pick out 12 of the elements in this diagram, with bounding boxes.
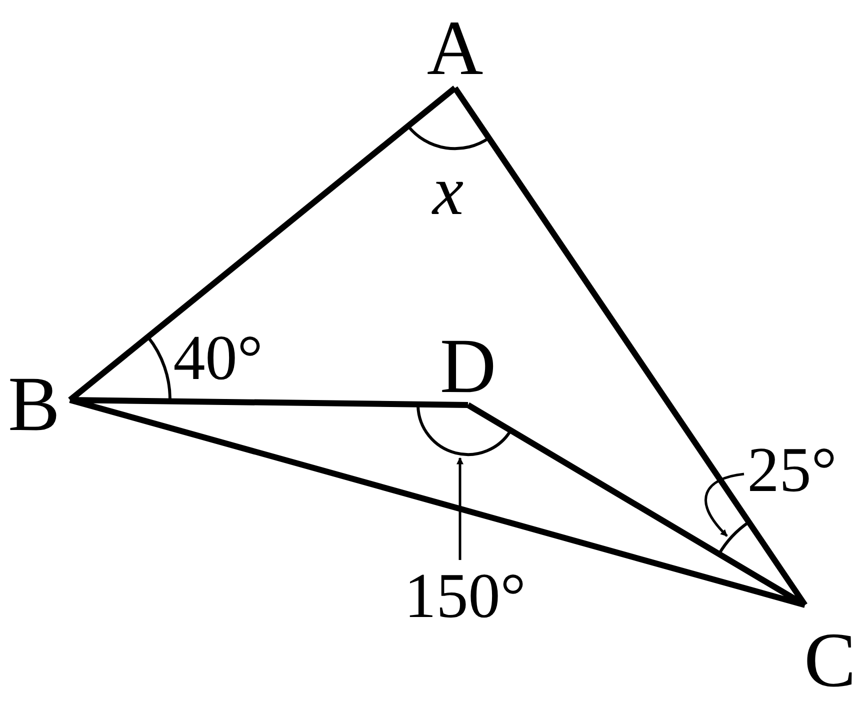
vertex-label: A — [426, 9, 484, 87]
angle-label: x — [432, 157, 464, 227]
leader-arrow — [704, 472, 744, 537]
angle-label: 150° — [404, 564, 526, 628]
vertex-label: B — [8, 365, 60, 443]
angle-label: 25° — [747, 438, 837, 502]
angle-arc — [718, 520, 750, 555]
leader-arrow — [456, 457, 464, 560]
vertex-label: C — [804, 621, 856, 699]
angle-label: 40° — [173, 326, 263, 390]
angle-arc — [416, 406, 512, 456]
vertex-label: D — [440, 327, 496, 405]
